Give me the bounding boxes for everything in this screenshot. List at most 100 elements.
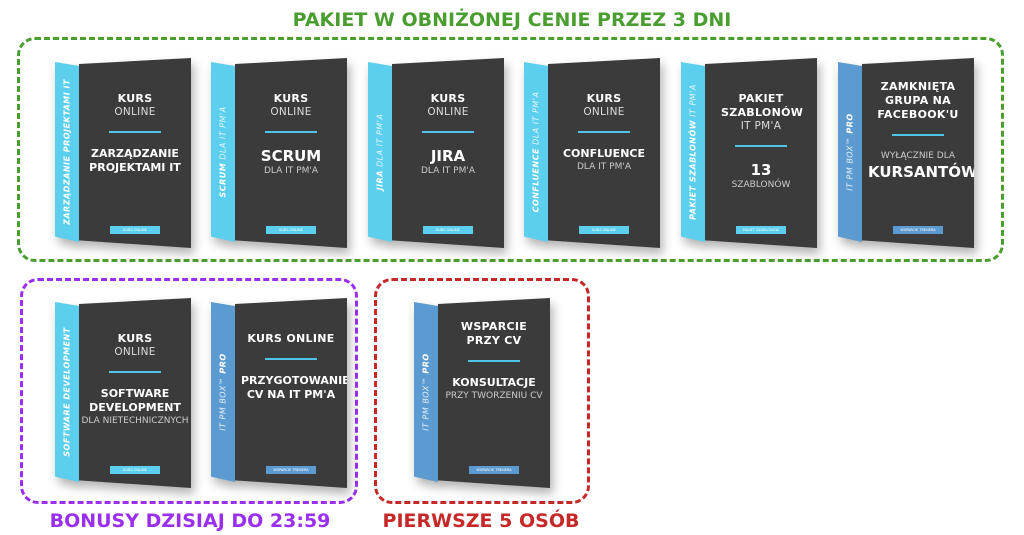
box-subtitle: DLA IT PM'A [420, 166, 475, 176]
box-subtitle: DLA NIETECHNICZNYCH [81, 416, 189, 426]
spine-light: DLA IT PM'A [218, 106, 228, 160]
box-main-title: SCRUM [260, 147, 322, 165]
box-main-title: KONSULTACJE [452, 376, 536, 389]
box-divider [735, 145, 787, 147]
box-top-title: KURS ONLINE [247, 332, 335, 345]
box-spine-label: IT PM BOX™ PRO [422, 353, 431, 430]
box-divider [892, 134, 944, 136]
box-spine-label: ZARZĄDZANIE PROJEKTAMI IT [63, 79, 72, 225]
box-spine: CONFLUENCE DLA IT PM'A [524, 62, 548, 242]
box-spine: JIRA DLA IT PM'A [368, 62, 392, 242]
box-spine: SCRUM DLA IT PM'A [211, 62, 235, 242]
box-divider [265, 131, 317, 133]
box-front: ZAMKNIĘTA GRUPA NA FACEBOOK'U WYŁĄCZNIE … [862, 58, 974, 248]
product-box: PAKIET SZABLONÓW IT PM'A PAKIET SZABLONÓ… [681, 58, 821, 248]
box-top-subtitle: ONLINE [270, 106, 312, 118]
box-front: WSPARCIE PRZY CV KONSULTACJE PRZY TWORZEN… [438, 298, 550, 488]
spine-light: DLA IT PM'A [531, 91, 541, 145]
box-spine: IT PM BOX™ PRO [838, 62, 862, 242]
box-divider [422, 131, 474, 133]
first-buyers-frame [374, 278, 590, 504]
box-top-title: KURS [586, 92, 622, 105]
spine-light: IT PM BOX™ [421, 376, 431, 431]
box-badge: KURS ONLINE [579, 226, 629, 234]
spine-light: IT PM'A [688, 84, 698, 117]
box-subtitle: WYŁĄCZNIE DLA [880, 151, 956, 161]
box-top-title: WSPARCIE PRZY CV [460, 320, 528, 347]
spine-bold: ZARZĄDZANIE PROJEKTAMI IT [62, 79, 72, 225]
box-divider [468, 360, 520, 362]
box-spine: IT PM BOX™ PRO [211, 302, 235, 482]
box-top-subtitle: ONLINE [114, 106, 156, 118]
box-subtitle: PRZY TWORZENIU CV [445, 391, 543, 401]
spine-bold: JIRA [375, 170, 385, 191]
box-main-title: JIRA [430, 147, 466, 165]
box-spine-label: SCRUM DLA IT PM'A [219, 106, 228, 197]
box-badge: KURS ONLINE [423, 226, 473, 234]
box-badge: KURS ONLINE [266, 226, 316, 234]
bonus-heading: BONUSY DZISIAJ DO 23:59 [49, 510, 331, 532]
spine-bold: PRO [845, 113, 855, 134]
box-spine-label: JIRA DLA IT PM'A [376, 114, 385, 191]
box-divider [265, 358, 317, 360]
product-box: IT PM BOX™ PRO KURS ONLINE PRZYGOTOWANIE… [211, 298, 351, 488]
box-top-subtitle: ONLINE [427, 106, 469, 118]
box-divider [578, 131, 630, 133]
box-spine-label: CONFLUENCE DLA IT PM'A [532, 92, 541, 213]
box-spine: PAKIET SZABLONÓW IT PM'A [681, 62, 705, 242]
box-subtitle: DLA IT PM'A [263, 166, 318, 176]
box-main-title: SOFTWARE DEVELOPMENT [89, 387, 181, 414]
box-main-title: ZARZĄDZANIE PROJEKTAMI IT [89, 147, 181, 174]
spine-bold: SCRUM [218, 162, 228, 198]
product-box: IT PM BOX™ PRO ZAMKNIĘTA GRUPA NA FACEBO… [838, 58, 978, 248]
box-badge: WSPARCIE TRENERA [469, 466, 519, 474]
box-main-title: CONFLUENCE [562, 147, 645, 160]
box-top-title: KURS [117, 332, 153, 345]
box-spine-label: IT PM BOX™ PRO [219, 353, 228, 430]
box-top-title: ZAMKNIĘTA GRUPA NA FACEBOOK'U [877, 80, 959, 121]
box-spine: IT PM BOX™ PRO [414, 302, 438, 482]
box-front: KURS ONLINE PRZYGOTOWANIE CV NA IT PM'A … [235, 298, 347, 488]
box-top-title: KURS [117, 92, 153, 105]
spine-bold: CONFLUENCE [531, 147, 541, 213]
box-main-title: KURSANTÓW [868, 163, 978, 181]
box-top-subtitle: ONLINE [114, 346, 156, 358]
spine-bold: PRO [421, 353, 431, 374]
first-buyers-heading: PIERWSZE 5 OSÓB [382, 510, 580, 532]
box-divider [109, 131, 161, 133]
spine-light: IT PM BOX™ [218, 376, 228, 431]
box-badge: PAKIET SZABLONÓW [736, 226, 786, 234]
box-main-title: PRZYGOTOWANIE CV NA IT PM'A [241, 374, 350, 401]
box-badge: KURS ONLINE [110, 466, 160, 474]
box-spine-label: PAKIET SZABLONÓW IT PM'A [689, 84, 698, 220]
box-spine-label: IT PM BOX™ PRO [846, 113, 855, 190]
box-badge: WSPARCIE TRENERA [893, 226, 943, 234]
spine-bold: PRO [218, 353, 228, 374]
box-badge: KURS ONLINE [110, 226, 160, 234]
box-spine: ZARZĄDZANIE PROJEKTAMI IT [55, 62, 79, 242]
box-top-subtitle: IT PM'A [740, 120, 782, 132]
box-spine: SOFTWARE DEVELOPMENT [55, 302, 79, 482]
box-badge: WSPARCIE TRENERA [266, 466, 316, 474]
spine-light: IT PM BOX™ [845, 136, 855, 191]
box-subtitle: SZABLONÓW [731, 180, 791, 190]
box-top-title: KURS [430, 92, 466, 105]
box-divider [109, 371, 161, 373]
product-box: IT PM BOX™ PRO WSPARCIE PRZY CV KONSULTA… [414, 298, 554, 488]
main-package-frame [17, 37, 1004, 262]
box-main-title: 13 [750, 161, 772, 179]
spine-bold: PAKIET SZABLONÓW [688, 119, 698, 220]
box-top-title: KURS [273, 92, 309, 105]
box-top-title: PAKIET SZABLONÓW [721, 92, 804, 119]
